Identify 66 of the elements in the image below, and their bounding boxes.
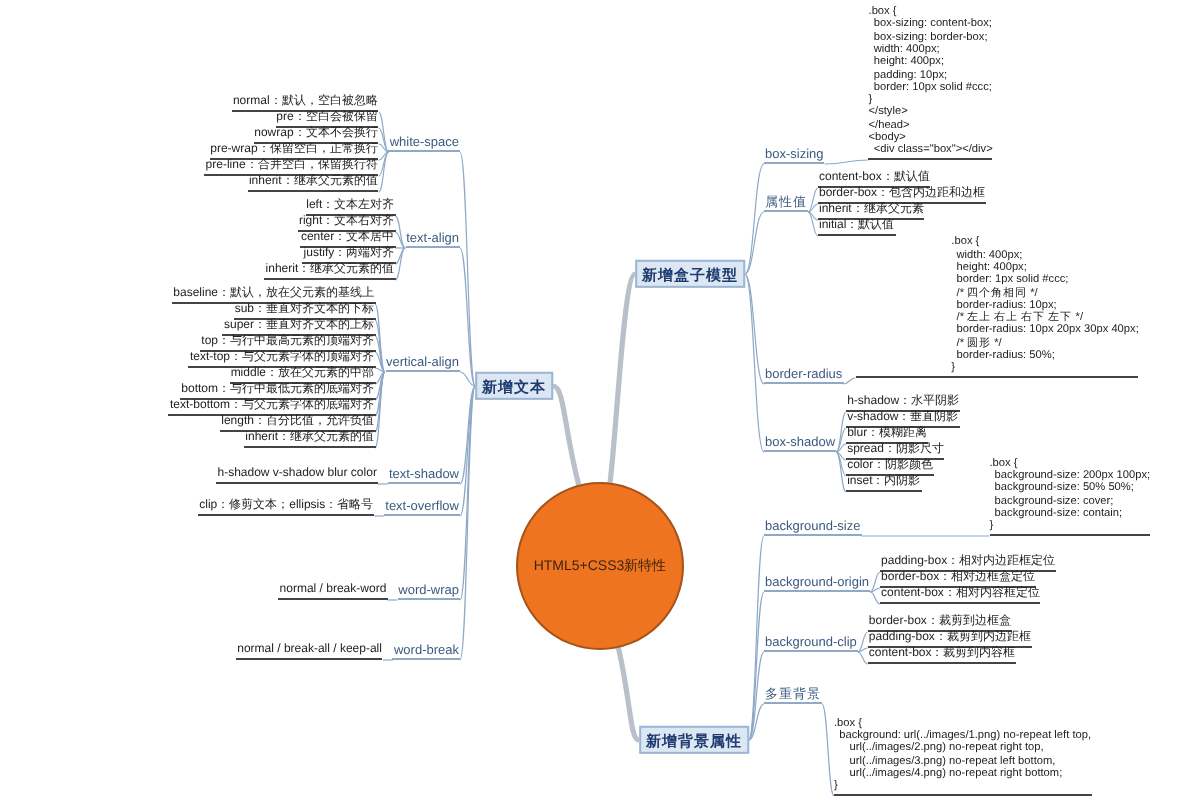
connector bbox=[607, 272, 638, 483]
connector bbox=[378, 127, 390, 153]
connector bbox=[459, 385, 476, 485]
connector bbox=[860, 535, 990, 537]
connector bbox=[744, 273, 765, 385]
connector bbox=[459, 371, 476, 387]
connector bbox=[835, 451, 847, 461]
connector bbox=[374, 371, 386, 417]
connector bbox=[807, 211, 819, 237]
connector bbox=[378, 111, 390, 153]
connector bbox=[459, 151, 476, 387]
code-block bbox=[989, 457, 1151, 536]
connector bbox=[807, 187, 819, 213]
code-block bbox=[868, 6, 993, 160]
connector bbox=[807, 203, 819, 213]
connector bbox=[374, 335, 386, 373]
connector bbox=[394, 247, 406, 281]
connector bbox=[394, 215, 406, 249]
connector bbox=[382, 659, 394, 661]
connector bbox=[459, 385, 476, 601]
connector bbox=[807, 211, 819, 221]
connector bbox=[374, 371, 386, 433]
code-block bbox=[834, 717, 1092, 796]
connector bbox=[835, 427, 847, 453]
connector bbox=[378, 151, 390, 161]
connector bbox=[394, 231, 406, 249]
connector bbox=[374, 351, 386, 373]
connector bbox=[374, 371, 386, 449]
connector bbox=[374, 319, 386, 373]
connector bbox=[748, 703, 765, 741]
connector bbox=[374, 371, 386, 385]
connector bbox=[374, 303, 386, 373]
connector bbox=[615, 647, 641, 743]
connector bbox=[378, 151, 390, 177]
connector bbox=[386, 599, 398, 601]
connector bbox=[378, 143, 390, 153]
connector bbox=[842, 377, 856, 385]
connector bbox=[748, 591, 765, 741]
connector bbox=[835, 451, 847, 493]
connector bbox=[374, 367, 386, 373]
connector bbox=[373, 515, 385, 517]
connector bbox=[744, 211, 765, 275]
connector bbox=[394, 247, 406, 249]
connector bbox=[459, 385, 476, 517]
connector bbox=[857, 651, 869, 665]
connector bbox=[835, 451, 847, 477]
connector bbox=[748, 651, 765, 741]
connector bbox=[377, 483, 389, 485]
connector bbox=[869, 587, 881, 593]
connector bbox=[857, 631, 869, 653]
connector bbox=[744, 273, 765, 453]
connector bbox=[744, 163, 765, 275]
connector bbox=[835, 411, 847, 453]
connector bbox=[823, 159, 870, 165]
connector bbox=[394, 247, 406, 265]
code-block bbox=[855, 236, 1139, 378]
connector bbox=[869, 571, 881, 593]
connector bbox=[835, 443, 847, 453]
connector bbox=[459, 247, 476, 387]
connector bbox=[378, 151, 390, 193]
connector bbox=[869, 591, 881, 605]
connector bbox=[551, 383, 582, 486]
connector bbox=[459, 385, 476, 661]
connector bbox=[821, 703, 835, 797]
connector bbox=[857, 647, 869, 653]
connector bbox=[374, 371, 386, 401]
